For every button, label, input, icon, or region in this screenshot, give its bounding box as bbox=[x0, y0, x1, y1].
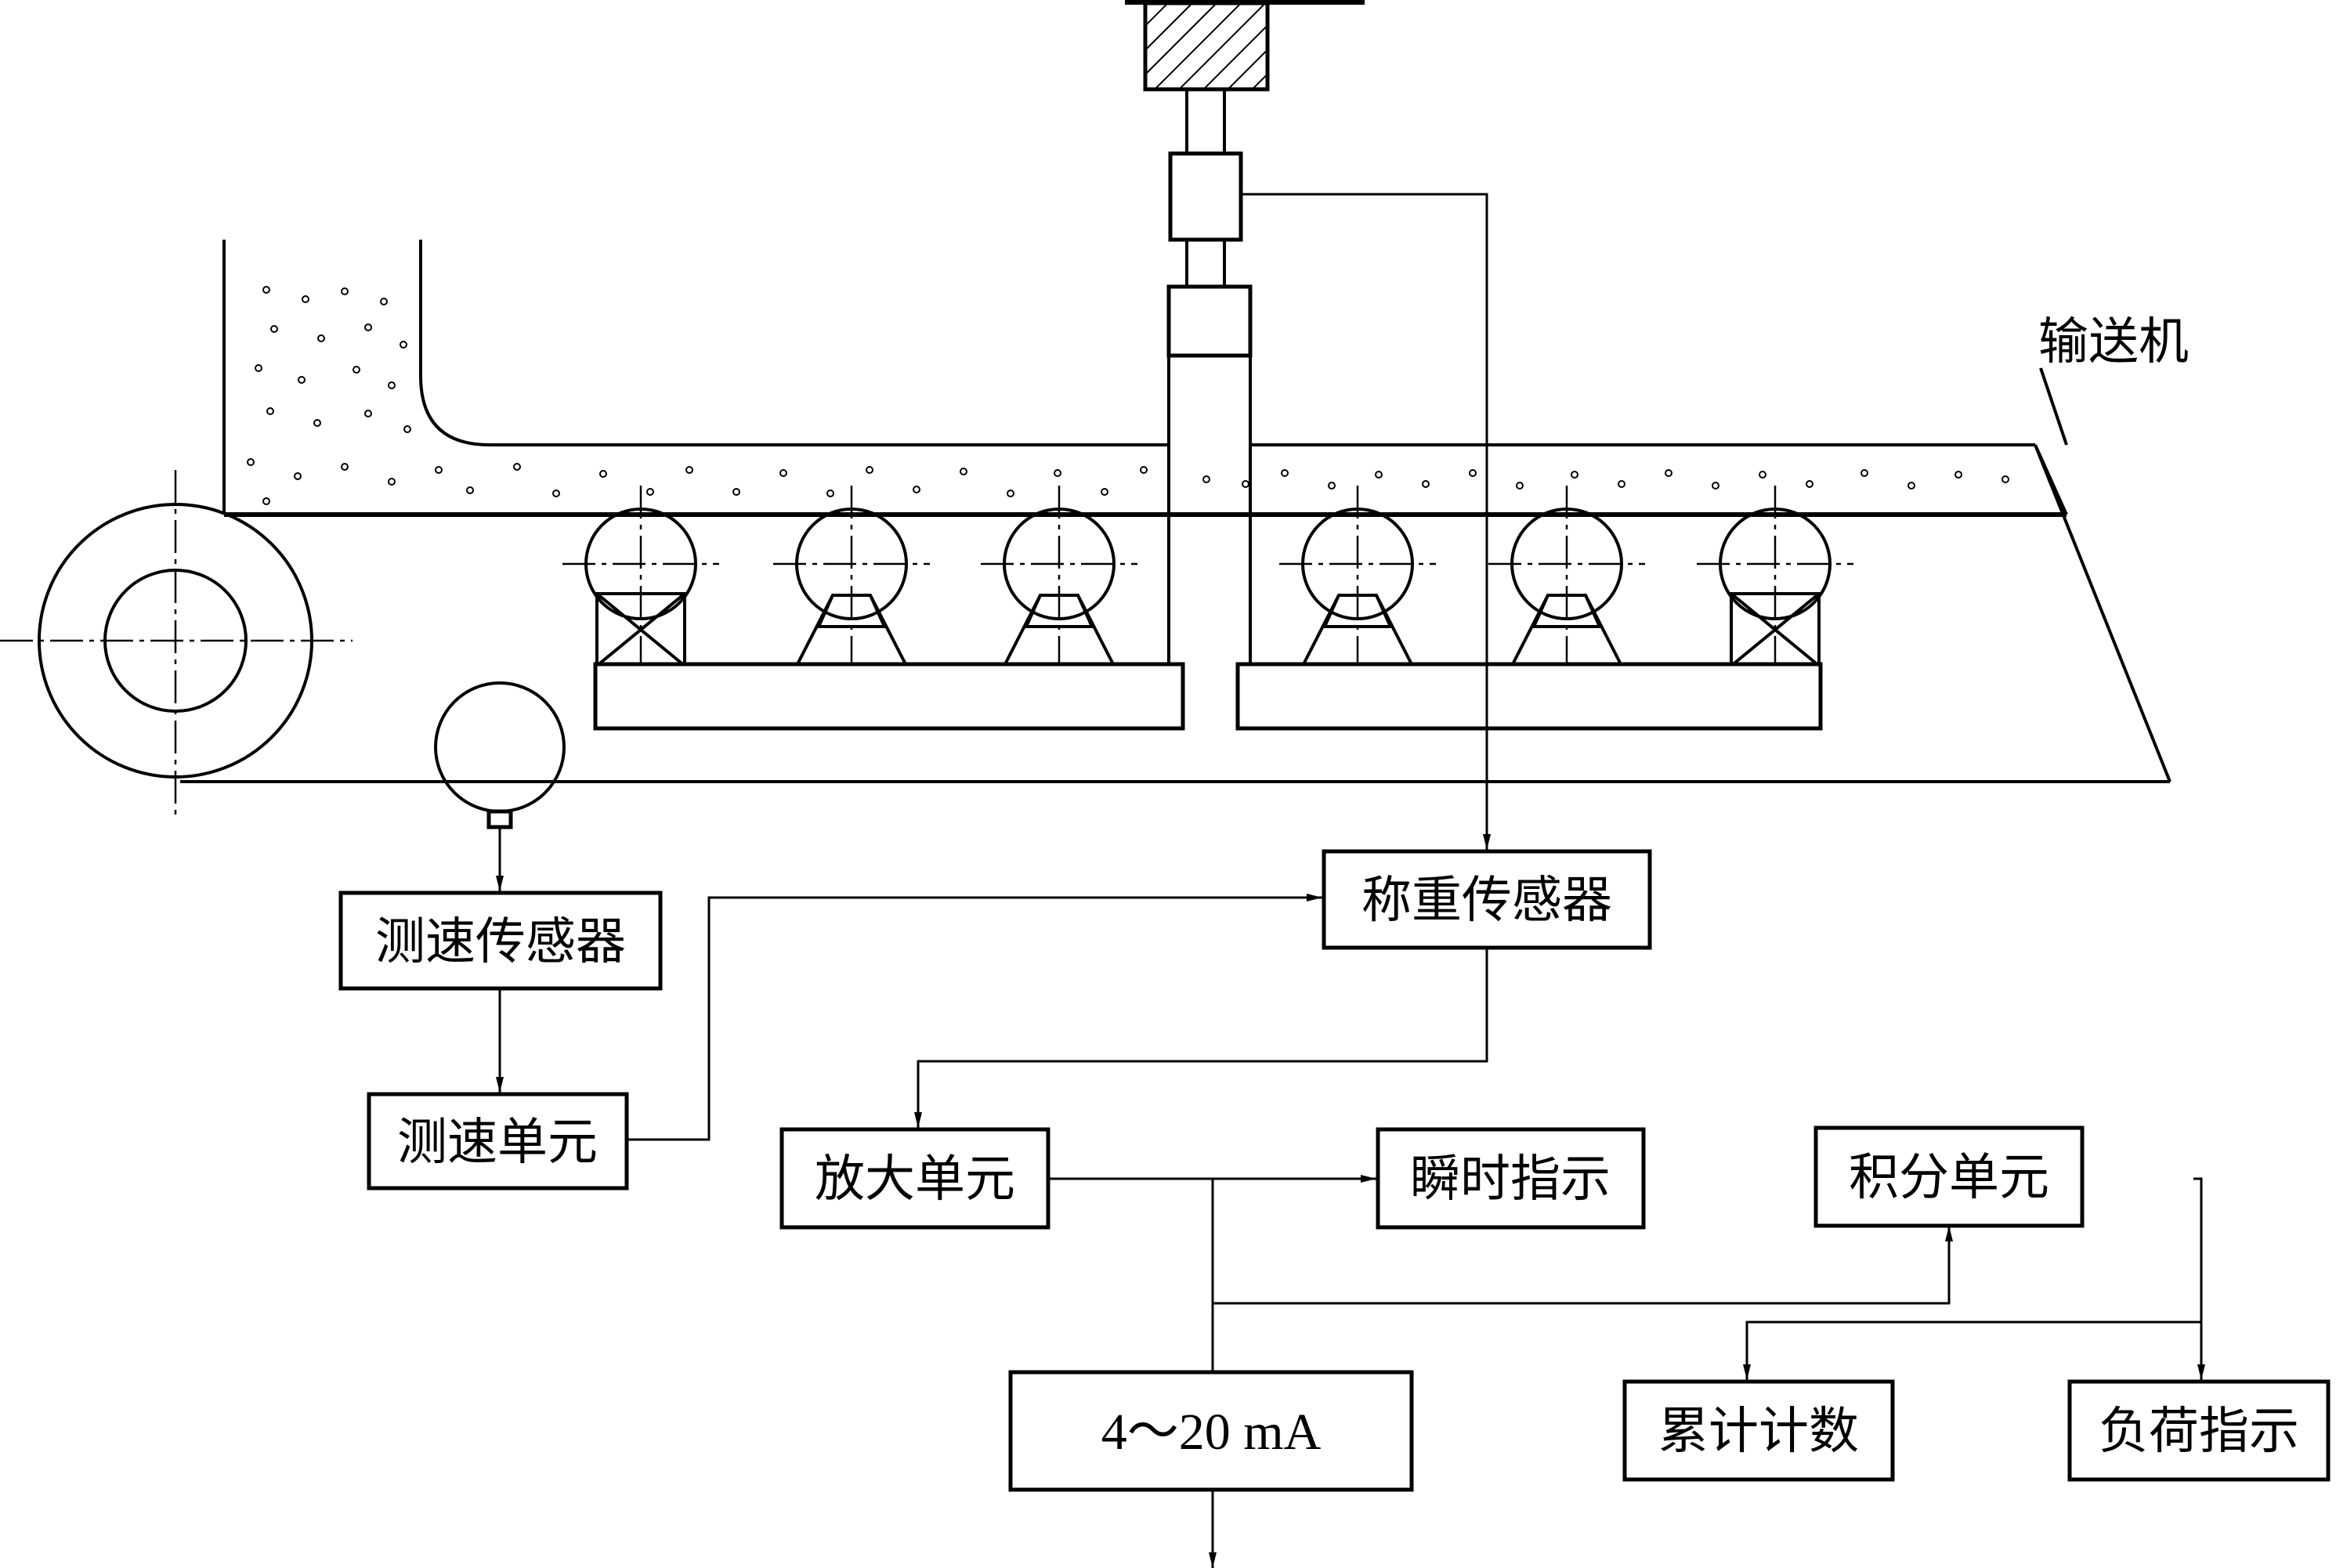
idler-roller bbox=[1488, 486, 1645, 667]
drive-pulley bbox=[0, 470, 353, 818]
integrator-block: 积分单元 bbox=[1813, 1125, 2085, 1228]
instant-display-label: 瞬时指示 bbox=[1410, 1151, 1611, 1209]
load-display-block: 负荷指示 bbox=[2067, 1379, 2331, 1482]
idler-roller bbox=[562, 486, 719, 667]
material-dots bbox=[247, 286, 2009, 505]
hopper bbox=[222, 240, 2035, 515]
weigh-platforms bbox=[593, 662, 1823, 731]
speed-sensor-label: 测速传感器 bbox=[375, 913, 626, 971]
idler-rollers bbox=[562, 486, 1853, 667]
conveyor-belt bbox=[180, 367, 2171, 783]
conveyor-leader-line bbox=[2039, 367, 2068, 446]
totalizer-label: 累计计数 bbox=[1658, 1403, 1859, 1461]
load-display-label: 负荷指示 bbox=[2099, 1403, 2299, 1461]
speed-unit-label: 测速单元 bbox=[397, 1114, 598, 1172]
speed-sensor-block: 测速传感器 bbox=[338, 891, 663, 991]
amplifier-block: 放大单元 bbox=[779, 1127, 1050, 1230]
speed-wheel bbox=[434, 681, 566, 829]
weighing-sensor-block: 称重传感器 bbox=[1322, 849, 1652, 950]
idler-roller bbox=[1697, 486, 1853, 667]
amplifier-label: 放大单元 bbox=[815, 1151, 1015, 1209]
integrator-label: 积分单元 bbox=[1849, 1149, 2049, 1207]
idler-roller bbox=[1279, 486, 1436, 667]
weighing-sensor-label: 称重传感器 bbox=[1361, 872, 1612, 930]
totalizer-block: 累计计数 bbox=[1622, 1379, 1895, 1482]
conveyor-mechanism: 输送机 bbox=[0, 0, 2189, 829]
signal-wires bbox=[496, 193, 2205, 1568]
load-frame bbox=[1125, 0, 1365, 664]
conveyor-label: 输送机 bbox=[2038, 313, 2189, 371]
idler-roller bbox=[981, 486, 1137, 667]
current-output-label: 4～20 mA bbox=[1101, 1404, 1322, 1461]
speed-unit-block: 测速单元 bbox=[367, 1092, 629, 1190]
instant-display-block: 瞬时指示 bbox=[1376, 1127, 1646, 1230]
current-output-block: 4～20 mA bbox=[1008, 1370, 1414, 1492]
idler-roller bbox=[773, 486, 930, 667]
